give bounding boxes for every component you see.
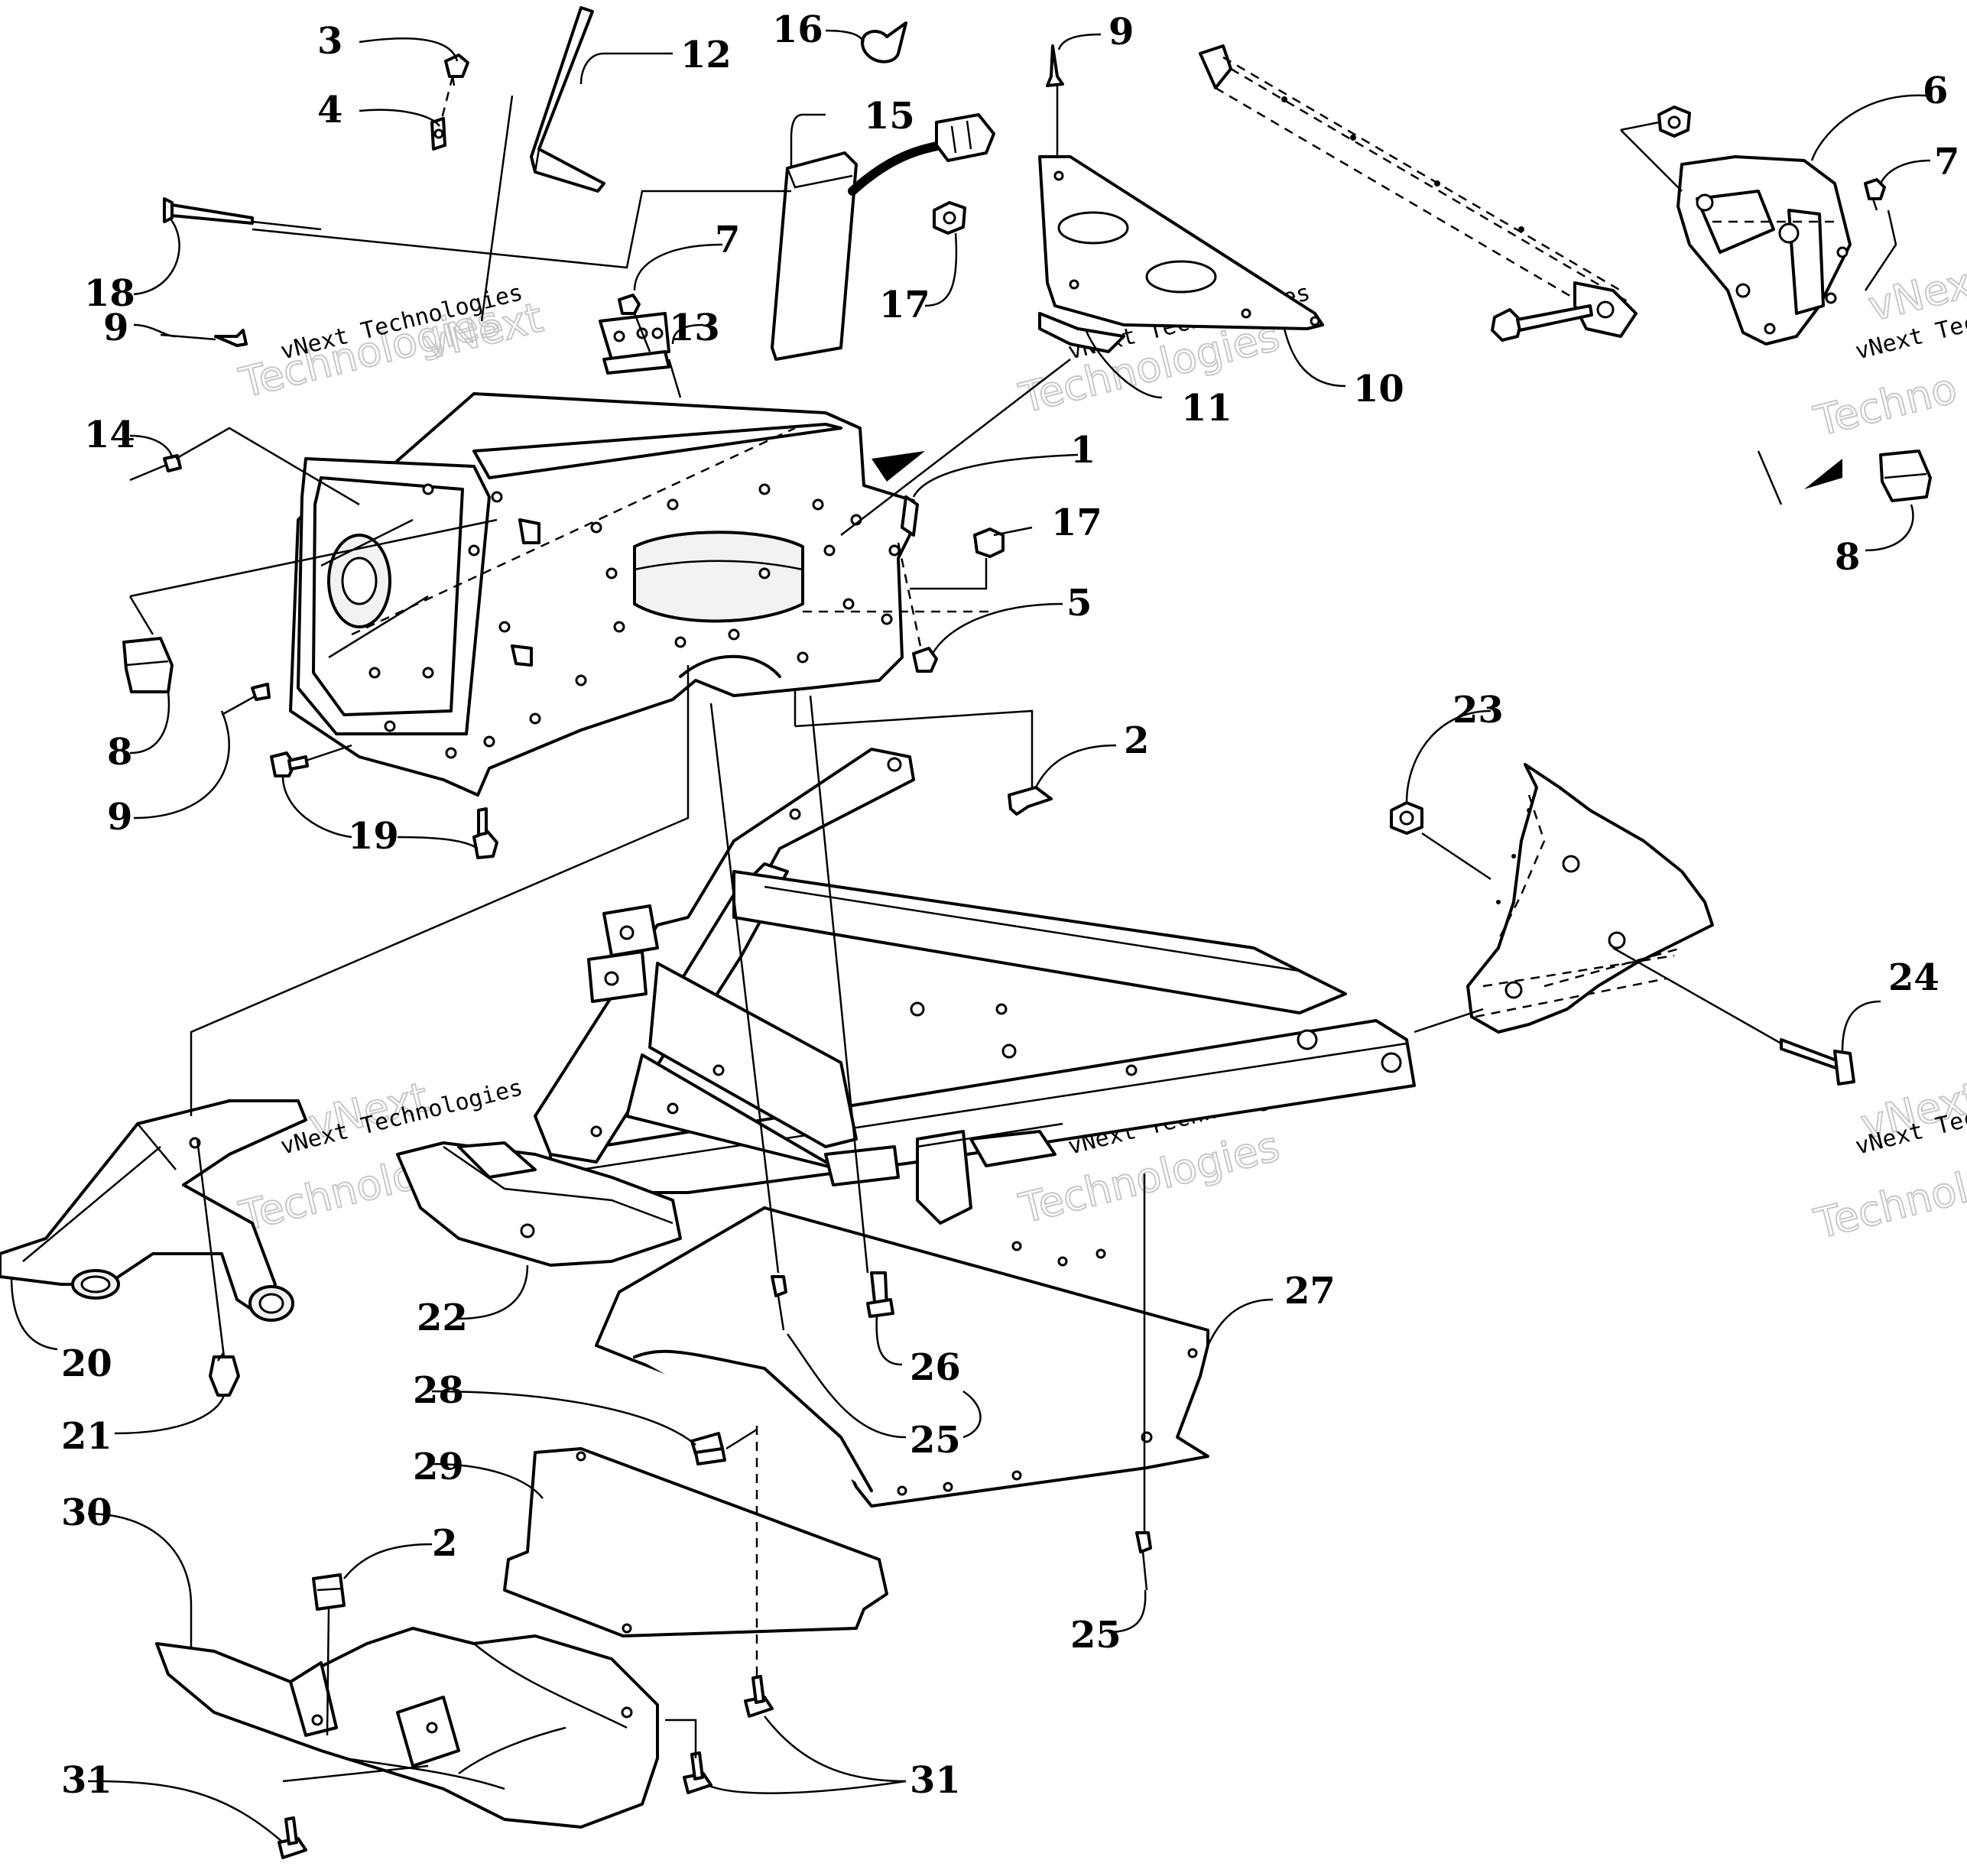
part-24-bolt (1780, 1038, 1855, 1086)
hex-bolt (1491, 304, 1593, 342)
part-22-bracket (396, 1141, 682, 1267)
callout-3: 3 (317, 20, 342, 63)
part-17-nut (973, 527, 1005, 558)
part-7-screw (1864, 178, 1886, 211)
part-11-clip (1038, 312, 1125, 353)
flange-nut (1657, 105, 1691, 138)
callout-30: 30 (61, 1491, 112, 1534)
callout-8: 8 (107, 731, 132, 774)
part-4-clip (430, 117, 446, 151)
callout-24: 24 (1888, 956, 1939, 999)
callout-7: 7 (1934, 141, 1959, 183)
callout-17: 17 (879, 284, 930, 326)
part-18-bolt (163, 197, 254, 225)
callout-7: 7 (715, 219, 740, 261)
part-6-bracket (1676, 155, 1852, 505)
part-12-bracket (530, 6, 605, 193)
part-10-plate (1038, 155, 1324, 330)
callout-25: 25 (1070, 1614, 1121, 1657)
part-26-screw (866, 1271, 894, 1318)
part-9-rivet (160, 329, 248, 347)
right-frame-section (1466, 763, 1714, 1034)
part-8-bumper (122, 637, 174, 693)
callout-21: 21 (61, 1415, 112, 1458)
callout-9: 9 (103, 307, 128, 349)
part-28-clip (690, 1432, 726, 1465)
part-23-nut (1390, 801, 1423, 835)
part-21-rivet (209, 1352, 240, 1397)
callout-10: 10 (1353, 368, 1404, 411)
callout-2: 2 (432, 1522, 457, 1565)
part-29-panel (503, 1447, 888, 1637)
part-13-bracket (599, 312, 670, 375)
callout-labels: 3 4 12 16 15 9 6 7 18 7 17 9 13 10 11 14… (61, 8, 1959, 1802)
callout-31: 31 (910, 1759, 961, 1802)
callout-12: 12 (680, 34, 732, 76)
callout-17: 17 (1051, 501, 1102, 544)
part-2-clip (1008, 786, 1053, 816)
part-5-screw (912, 647, 938, 673)
callout-25: 25 (910, 1419, 961, 1462)
part-9-rivet (1046, 44, 1064, 87)
callout-18: 18 (84, 272, 135, 315)
callout-28: 28 (413, 1369, 464, 1412)
part-31-screw (278, 1816, 307, 1859)
dashed-crossbar (1199, 44, 1638, 338)
part-25-rivet (1135, 1531, 1152, 1591)
part-15-module (771, 113, 995, 361)
housing-holes (368, 483, 901, 759)
callout-29: 29 (413, 1446, 464, 1488)
watermark-large: Techno (1810, 364, 1962, 446)
callout-16: 16 (772, 8, 823, 51)
callout-26: 26 (910, 1346, 961, 1389)
callout-4: 4 (317, 89, 342, 131)
callout-31: 31 (61, 1759, 112, 1802)
callout-1: 1 (1070, 429, 1095, 472)
callout-20: 20 (61, 1342, 112, 1385)
callout-27: 27 (1284, 1270, 1336, 1313)
part-16-clip (861, 21, 907, 63)
callout-5: 5 (1066, 582, 1092, 625)
callout-8: 8 (1835, 536, 1860, 579)
part-1-front-housing (289, 392, 994, 797)
part-19-screw (270, 751, 309, 777)
callout-13: 13 (669, 307, 720, 349)
part-31-screw (683, 1751, 712, 1794)
callout-19: 19 (348, 815, 399, 858)
callout-6: 6 (1923, 70, 1948, 112)
part-17-nut (933, 201, 966, 235)
watermark-large: Technolo (1810, 1157, 1967, 1248)
callout-23: 23 (1453, 689, 1504, 732)
part-19-screw (472, 807, 498, 859)
leader-lines (10, 29, 1931, 1843)
part-9-rivet (221, 683, 271, 716)
part-8-bumper (1879, 450, 1932, 502)
callout-9: 9 (107, 796, 132, 839)
callout-14: 14 (84, 414, 135, 456)
callout-22: 22 (417, 1297, 468, 1339)
callout-15: 15 (864, 95, 915, 138)
part-7-screw (618, 294, 641, 315)
part-30-cover (155, 1627, 659, 1829)
callout-11: 11 (1181, 387, 1232, 430)
part-20-bracket (0, 1099, 307, 1322)
part-25-rivet (771, 1275, 787, 1331)
callout-9: 9 (1108, 11, 1134, 54)
chassis-frame (534, 748, 1416, 1225)
part-2-clip (312, 1573, 346, 1611)
callout-2: 2 (1124, 719, 1149, 762)
part-14-rivet (129, 454, 182, 482)
part-31-screw (744, 1675, 774, 1718)
part-27-skid-plate (595, 1206, 1209, 1508)
